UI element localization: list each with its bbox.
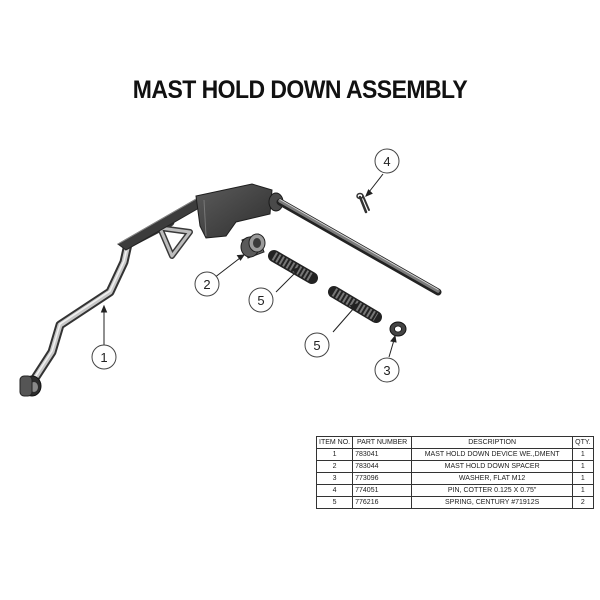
- cell-part-number: 783041: [352, 448, 413, 461]
- callout-item-5-upper: 5: [248, 287, 274, 313]
- header-item-no: ITEM NO.: [315, 436, 354, 449]
- cell-item-no: 1: [315, 448, 354, 461]
- cell-qty: 1: [572, 472, 594, 485]
- callout-label: 5: [313, 338, 320, 353]
- callout-label: 5: [257, 293, 264, 308]
- cell-description: SPRING, CENTURY #71912S: [411, 496, 574, 509]
- cell-part-number: 783044: [352, 460, 413, 473]
- cell-description: MAST HOLD DOWN DEVICE WE.,DMENT: [411, 448, 574, 461]
- callout-label: 3: [383, 363, 390, 378]
- cell-qty: 1: [572, 448, 594, 461]
- callout-item-2: 2: [194, 271, 220, 297]
- callout-item-1: 1: [91, 344, 117, 370]
- cell-part-number: 774051: [352, 484, 413, 497]
- cell-description: PIN, COTTER 0.125 X 0.75": [411, 484, 574, 497]
- table-row: 2 783044 MAST HOLD DOWN SPACER 1: [315, 460, 594, 473]
- cotter-pin-part: [356, 192, 370, 214]
- cell-item-no: 5: [315, 496, 354, 509]
- cell-item-no: 3: [315, 472, 354, 485]
- cell-part-number: 773096: [352, 472, 413, 485]
- bill-of-materials-table: ITEM NO. PART NUMBER DESCRIPTION QTY. 1 …: [315, 436, 594, 509]
- callout-label: 4: [383, 154, 390, 169]
- cell-part-number: 776216: [352, 496, 413, 509]
- table-row: 4 774051 PIN, COTTER 0.125 X 0.75" 1: [315, 484, 594, 497]
- cell-description: WASHER, FLAT M12: [411, 472, 574, 485]
- table-row: 5 776216 SPRING, CENTURY #71912S 2: [315, 496, 594, 509]
- spacer-part: [240, 233, 266, 259]
- cell-qty: 1: [572, 484, 594, 497]
- header-qty: QTY.: [572, 436, 594, 449]
- header-description: DESCRIPTION: [411, 436, 574, 449]
- header-part-number: PART NUMBER: [352, 436, 413, 449]
- callout-label: 1: [100, 350, 107, 365]
- table-row: 1 783041 MAST HOLD DOWN DEVICE WE.,DMENT…: [315, 448, 594, 461]
- callout-item-5-lower: 5: [304, 332, 330, 358]
- cell-qty: 1: [572, 460, 594, 473]
- washer-part: [389, 321, 407, 337]
- cell-item-no: 4: [315, 484, 354, 497]
- callout-item-3: 3: [374, 357, 400, 383]
- callout-item-4: 4: [374, 148, 400, 174]
- callout-label: 2: [203, 277, 210, 292]
- spring-part-upper: [268, 250, 318, 284]
- cell-item-no: 2: [315, 460, 354, 473]
- cell-qty: 2: [572, 496, 594, 509]
- leader-lines: [100, 173, 397, 358]
- weldment-part: [19, 183, 442, 397]
- cell-description: MAST HOLD DOWN SPACER: [411, 460, 574, 473]
- table-header-row: ITEM NO. PART NUMBER DESCRIPTION QTY.: [315, 436, 594, 449]
- table-row: 3 773096 WASHER, FLAT M12 1: [315, 472, 594, 485]
- page-title: MAST HOLD DOWN ASSEMBLY: [132, 76, 468, 104]
